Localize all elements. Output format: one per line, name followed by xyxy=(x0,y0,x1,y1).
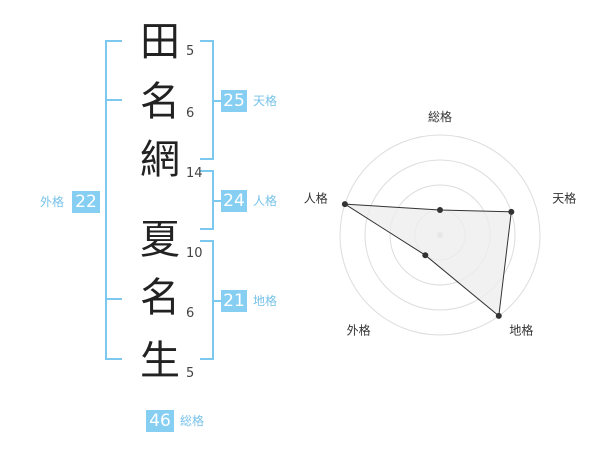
jinkaku-badge: 24 xyxy=(221,190,247,212)
stroke-count-1: 5 xyxy=(186,44,195,59)
tenkaku-bracket-bottom xyxy=(200,158,214,160)
radar-point-3 xyxy=(495,312,502,319)
soukaku-badge: 46 xyxy=(146,410,174,432)
radar-axis-label-5: 人格 xyxy=(304,191,328,206)
radar-axis-label-3: 地格 xyxy=(509,323,533,338)
radar-axis-label-2: 天格 xyxy=(552,191,576,206)
jinkaku-bracket-bottom xyxy=(200,228,214,230)
name-char-1: 田 xyxy=(140,19,180,65)
tenkaku-bracket-top xyxy=(200,40,214,42)
stroke-count-4: 10 xyxy=(186,246,203,261)
radar-point-4 xyxy=(422,252,429,259)
soukaku-label: 総格 xyxy=(180,414,205,428)
tenkaku-badge: 25 xyxy=(221,90,247,112)
radar-point-2 xyxy=(508,208,515,215)
chikaku-bracket-top xyxy=(200,240,214,242)
outer-bracket-tick-2 xyxy=(105,298,122,300)
radar-ring-3 xyxy=(364,159,516,311)
chikaku-label: 地格 xyxy=(253,294,278,308)
name-char-6: 生 xyxy=(140,338,180,384)
chikaku-bracket-link xyxy=(212,300,222,302)
outer-bracket-bottom xyxy=(105,358,122,360)
gaikaku-label: 外格 xyxy=(40,195,65,209)
outer-bracket-top xyxy=(105,40,122,42)
jinkaku-label: 人格 xyxy=(253,194,278,208)
stroke-count-5: 6 xyxy=(186,306,195,321)
name-char-5: 名 xyxy=(140,275,180,321)
stroke-count-6: 5 xyxy=(186,366,195,381)
tenkaku-label: 天格 xyxy=(253,94,278,108)
radar-axis-label-4: 外格 xyxy=(347,323,371,338)
name-char-2: 名 xyxy=(140,79,180,125)
gaikaku-badge: 22 xyxy=(72,191,100,213)
radar-polygon xyxy=(344,203,512,317)
stroke-count-3: 14 xyxy=(186,166,203,181)
name-char-4: 夏 xyxy=(140,217,180,263)
chikaku-badge: 21 xyxy=(221,290,247,312)
tenkaku-bracket-link xyxy=(212,100,222,102)
radar-axis-label-1: 総格 xyxy=(428,110,452,124)
outer-bracket-tick-1 xyxy=(105,99,122,101)
outer-bracket-vertical xyxy=(105,40,107,360)
jinkaku-bracket-top xyxy=(200,170,214,172)
jinkaku-bracket-link xyxy=(212,200,222,202)
chikaku-bracket-bottom xyxy=(200,358,214,360)
radar-point-5 xyxy=(341,201,348,208)
radar-point-1 xyxy=(437,207,443,213)
name-char-3: 網 xyxy=(140,137,180,183)
radar-ring-4 xyxy=(339,134,541,336)
stroke-count-2: 6 xyxy=(186,106,195,121)
